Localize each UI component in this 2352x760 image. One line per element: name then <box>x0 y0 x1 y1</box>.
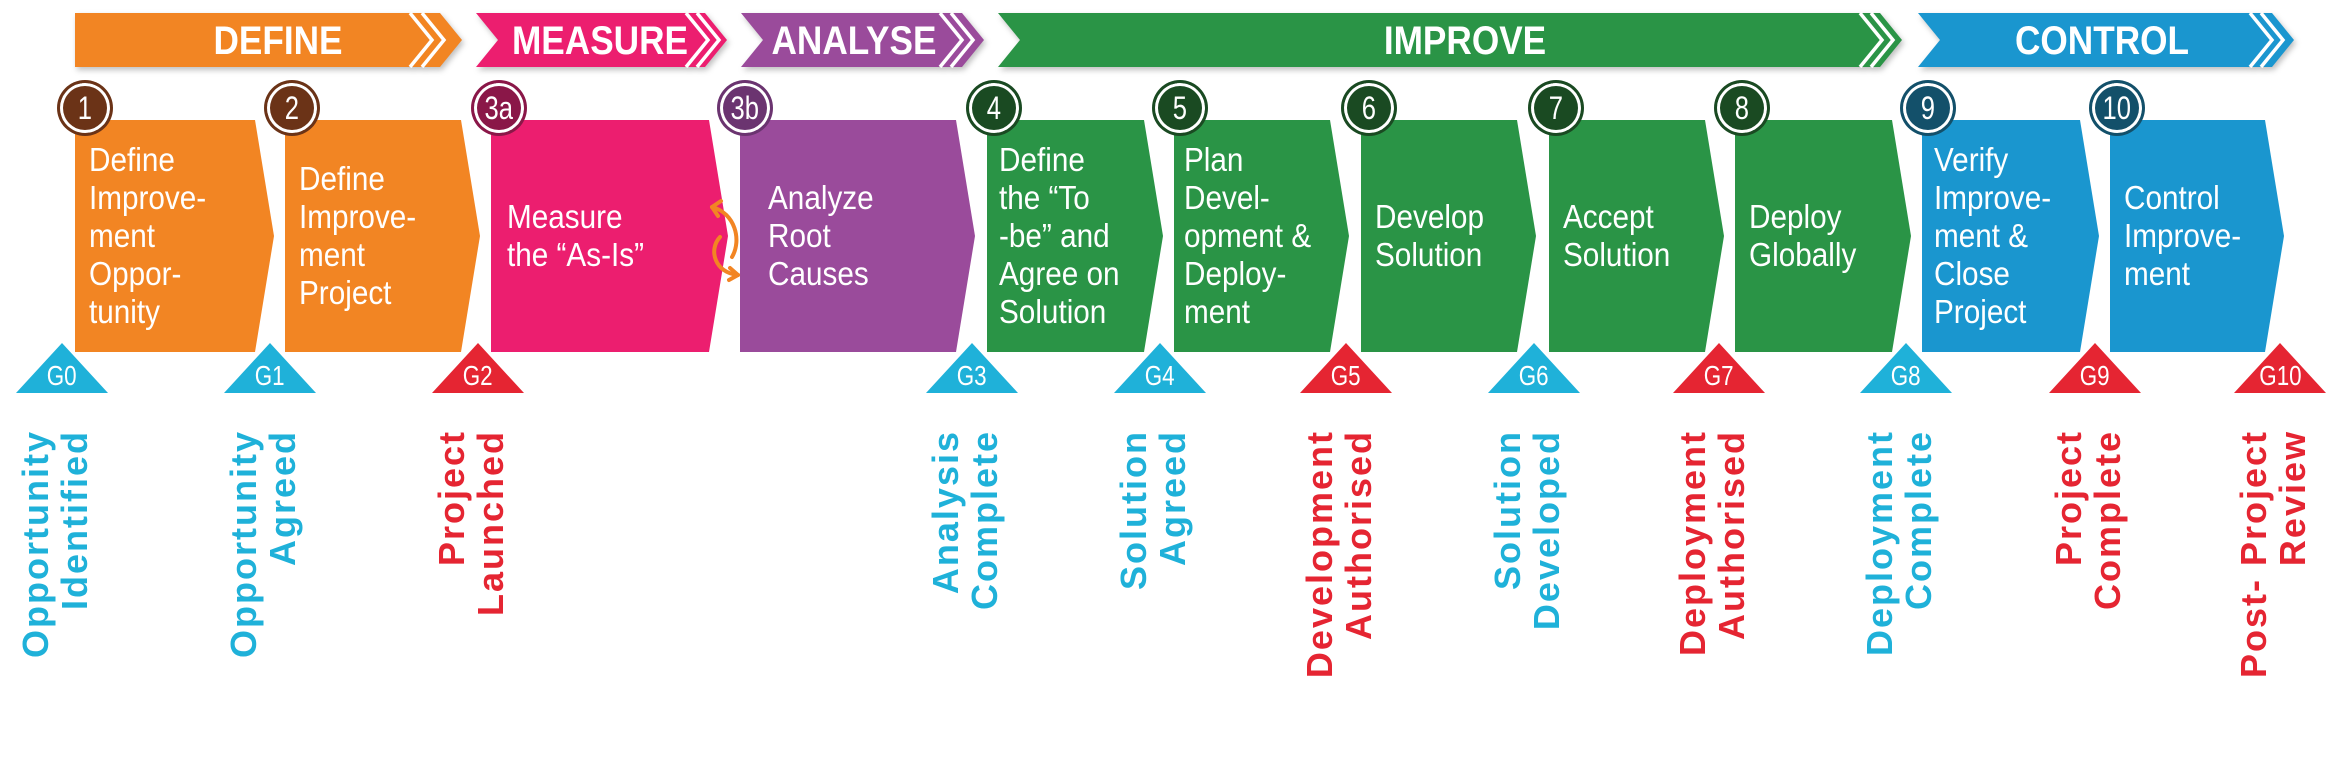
phase-banner <box>75 11 2294 69</box>
step-box: Accept Solution <box>1549 120 1724 352</box>
step-box: Develop Solution <box>1361 120 1536 352</box>
step-number-badge: 3a <box>471 80 527 136</box>
step-number-badge: 5 <box>1152 80 1208 136</box>
phase-improve-bar <box>998 13 1902 67</box>
step-box: Control Improve- ment <box>2110 120 2284 352</box>
step-box: Deploy Globally <box>1735 120 1911 352</box>
phase-analyse-label: ANALYSE <box>771 19 937 63</box>
step-box: Define the “To -be” and Agree on Solutio… <box>987 120 1163 352</box>
step-number-badge: 1 <box>57 80 113 136</box>
step-box: Verify Improve- ment & Close Project <box>1922 120 2099 352</box>
step-box: Analyze Root Causes <box>740 120 975 352</box>
step-box: Define Improve- ment Project <box>285 120 480 352</box>
step-number-badge: 2 <box>264 80 320 136</box>
step-number-badge: 4 <box>966 80 1022 136</box>
phase-control-bar <box>1918 13 2294 67</box>
phase-analyse-bar <box>741 13 984 67</box>
step-box: Measure the “As-Is” <box>491 120 728 352</box>
phase-improve-label: IMPROVE <box>1383 19 1547 63</box>
phase-control-label: CONTROL <box>2014 19 2190 63</box>
step-number-badge: 6 <box>1341 80 1397 136</box>
step-number-badge: 7 <box>1528 80 1584 136</box>
phase-measure-label: MEASURE <box>511 19 689 63</box>
phase-define-label: DEFINE <box>213 19 343 63</box>
phase-define-bar <box>75 13 462 67</box>
step-number-badge: 9 <box>1900 80 1956 136</box>
step-box: Define Improve- ment Oppor- tunity <box>75 120 274 352</box>
phase-measure-bar <box>476 13 727 67</box>
step-number-badge: 10 <box>2089 80 2145 136</box>
step-number-badge: 3b <box>717 80 773 136</box>
cycle-arrows-icon <box>710 199 740 282</box>
step-box: Plan Devel- opment & Deploy- ment <box>1174 120 1349 352</box>
step-number-badge: 8 <box>1714 80 1770 136</box>
chevron-separators <box>408 11 2286 69</box>
